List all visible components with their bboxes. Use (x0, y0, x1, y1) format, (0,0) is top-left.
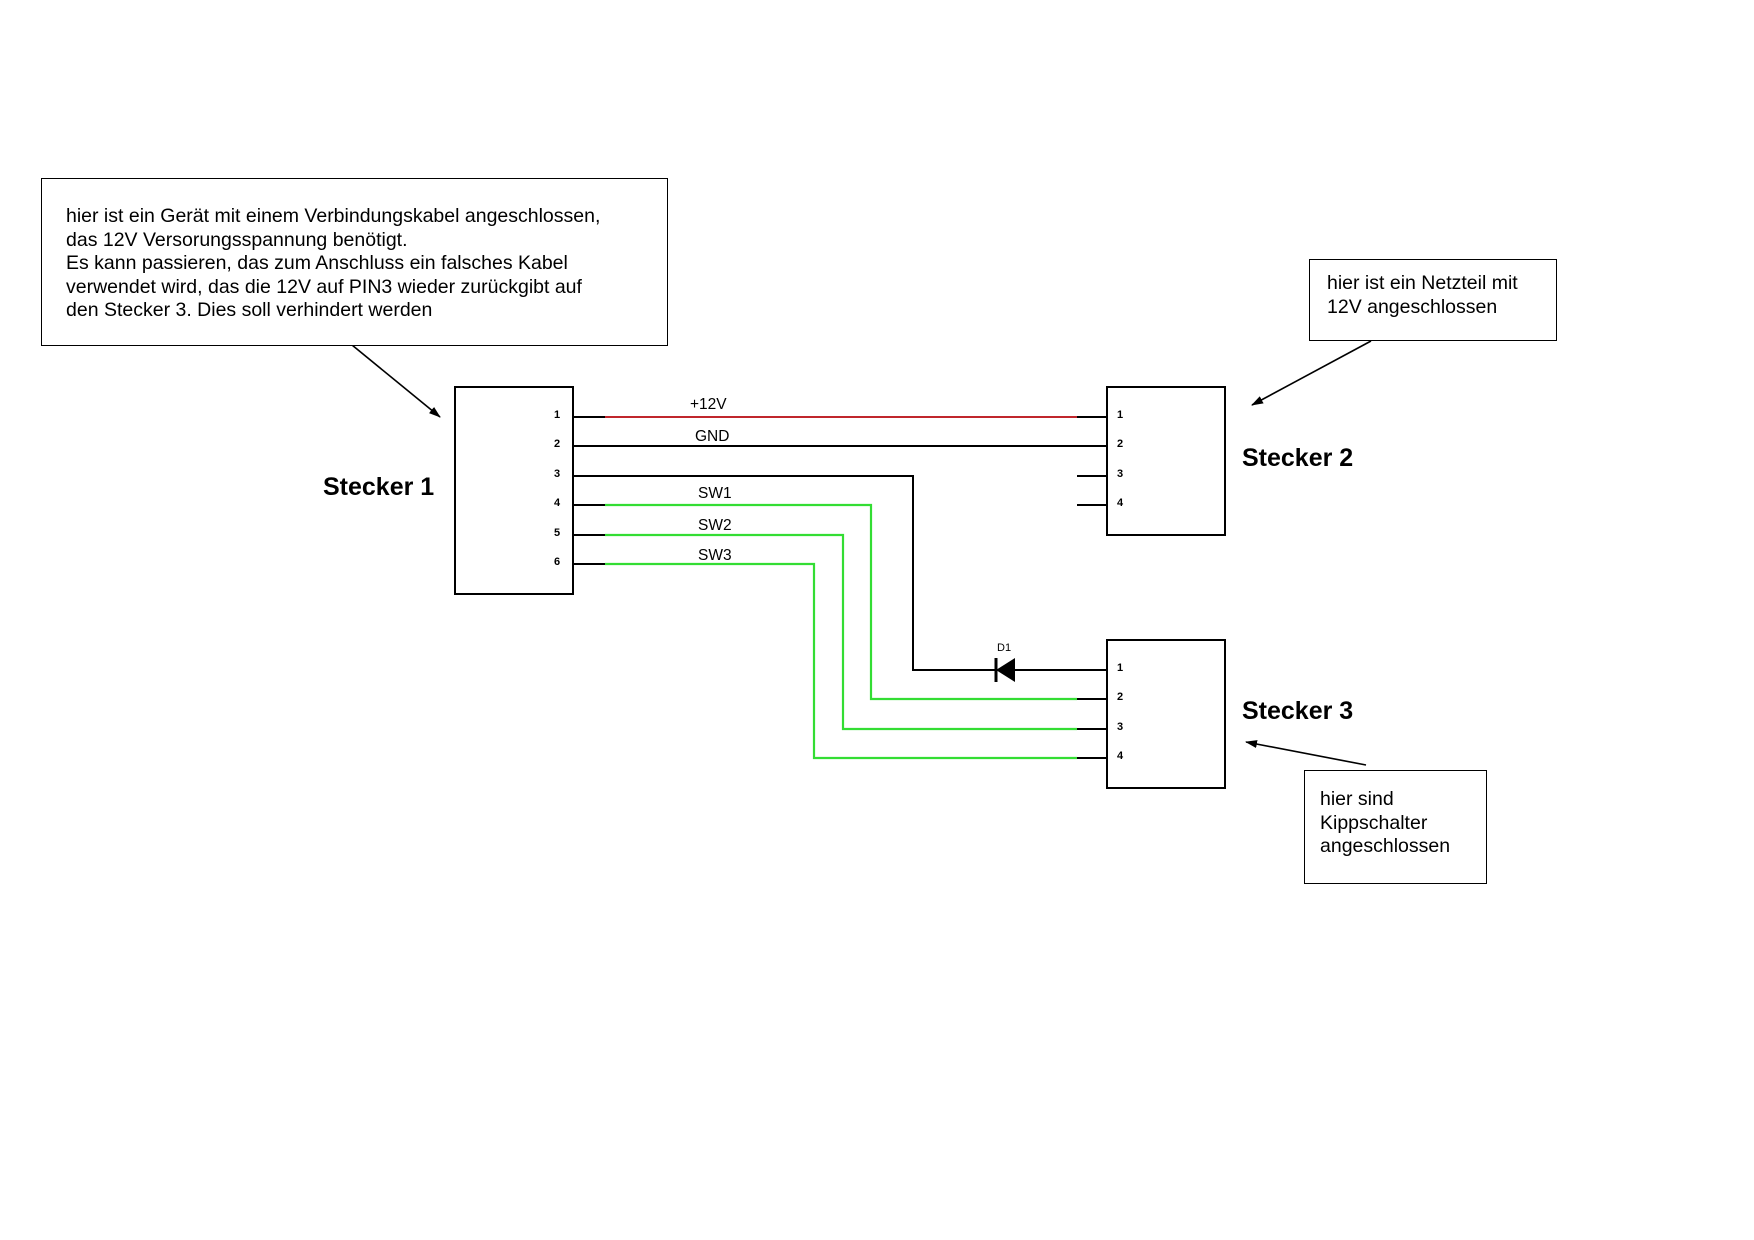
connector-1-title: Stecker 1 (323, 473, 435, 501)
connector-1-pin: 1 (554, 409, 561, 421)
arrow-device (351, 344, 441, 418)
diode-label: D1 (997, 642, 1012, 654)
connector-1-pin: 4 (554, 497, 561, 509)
connector-2-title: Stecker 2 (1242, 444, 1354, 472)
connector-1-pin: 3 (554, 468, 561, 480)
connector-3-title: Stecker 3 (1242, 697, 1354, 725)
connector-2-pin: 3 (1117, 468, 1124, 480)
note-switches: hier sind Kippschalter angeschlossen (1304, 770, 1487, 884)
connector-1-pin: 2 (554, 438, 561, 450)
note-power-supply: hier ist ein Netzteil mit 12V angeschlos… (1309, 259, 1557, 341)
connector-3-box (1106, 639, 1226, 789)
wire-pin3 (573, 475, 995, 671)
note-device: hier ist ein Gerät mit einem Verbindungs… (41, 178, 668, 346)
arrow-power-supply (1251, 340, 1372, 406)
wire-label-sw1: SW1 (698, 485, 732, 502)
arrow-switches (1245, 740, 1367, 766)
diode-d1 (994, 658, 1015, 682)
wire-label-sw2: SW2 (698, 517, 732, 534)
connector-3-pin: 1 (1117, 662, 1124, 674)
connector-1-pin: 6 (554, 556, 561, 568)
connector-1-pin: 5 (554, 527, 561, 539)
wire-sw1 (573, 503, 1107, 701)
wire-sw2 (573, 533, 1107, 731)
connector-1-box (454, 386, 574, 595)
wire-label-gnd: GND (695, 428, 730, 445)
connector-3-pin: 3 (1117, 721, 1124, 733)
connector-3-pin: 4 (1117, 750, 1124, 762)
connector-2-pin: 1 (1117, 409, 1124, 421)
wire-label-12v: +12V (690, 396, 727, 413)
wire-label-sw3: SW3 (698, 547, 732, 564)
connector-2-pin: 2 (1117, 438, 1124, 450)
wire-sw3 (573, 562, 1107, 760)
connector-3-pin: 2 (1117, 691, 1124, 703)
connector-2-box (1106, 386, 1226, 536)
connector-2-pin: 4 (1117, 497, 1124, 509)
